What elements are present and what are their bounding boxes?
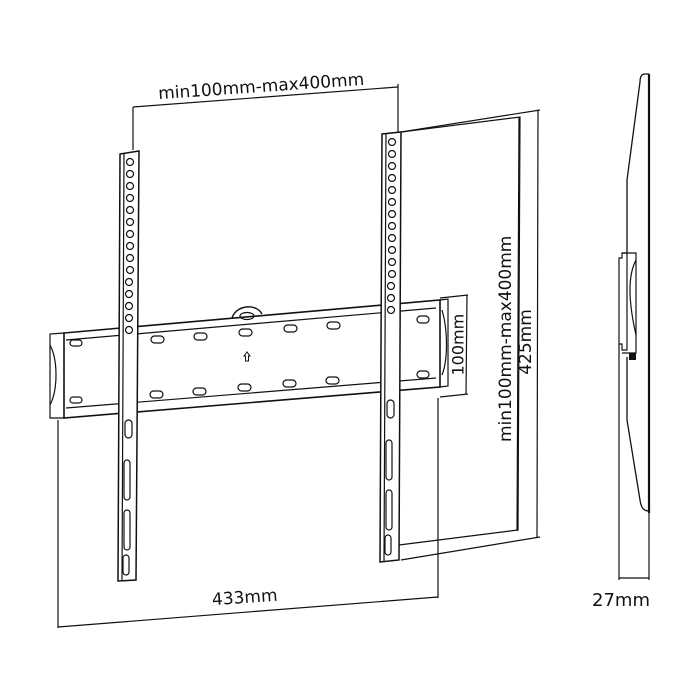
bracket-height-label: 425mm bbox=[516, 309, 536, 375]
left-bracket bbox=[117, 150, 140, 582]
vesa-vertical-label: min100mm-max400mm bbox=[496, 235, 516, 442]
depth-label: 27mm bbox=[592, 590, 650, 611]
front-view bbox=[49, 84, 541, 628]
side-view bbox=[618, 73, 651, 580]
right-bracket bbox=[379, 131, 402, 563]
plate-height-label: 100mm bbox=[448, 313, 468, 376]
